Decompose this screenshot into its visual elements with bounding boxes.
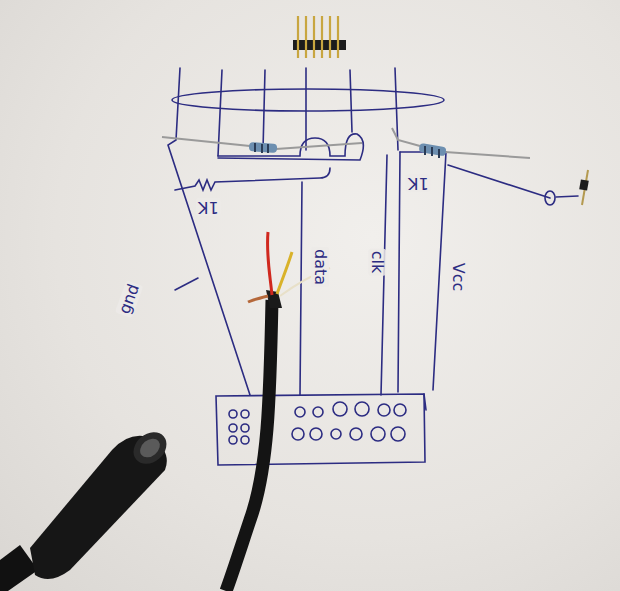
din-connector [0, 426, 173, 591]
cable [226, 232, 330, 591]
resistor-part [162, 137, 362, 153]
hand-label: 1K [406, 174, 431, 192]
hand-label: clk [368, 249, 386, 276]
hand-label: gnd [115, 280, 144, 319]
hand-label: 1K [196, 198, 221, 216]
hand-label: data [311, 247, 329, 287]
ink-lines [168, 68, 578, 465]
hand-label: Vcc [449, 261, 467, 294]
loose-pin [579, 170, 589, 205]
pin-header [293, 16, 346, 58]
resistor-part [392, 128, 530, 158]
